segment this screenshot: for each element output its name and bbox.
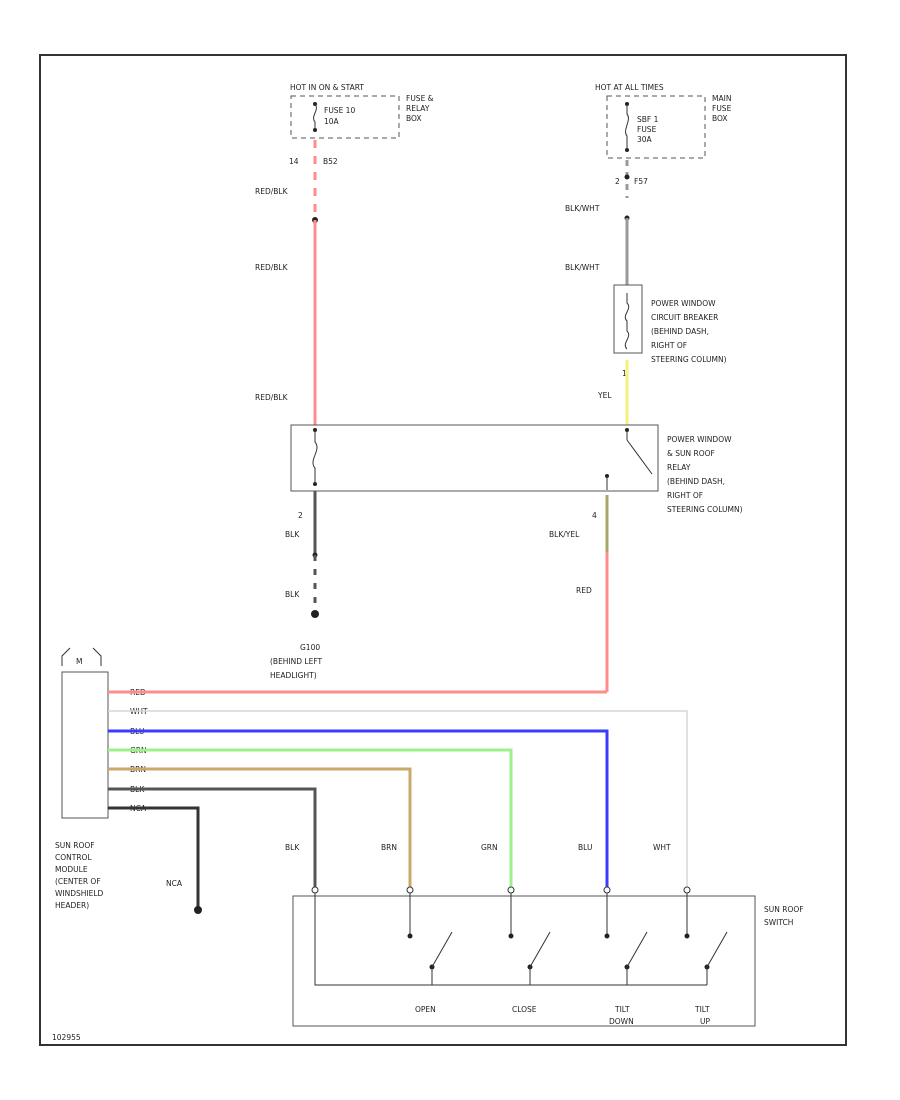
label-red-blk-2: RED/BLK <box>255 263 289 272</box>
label-blk-1: BLK <box>285 530 300 539</box>
control-module-box <box>61 671 109 819</box>
yel-feed: YEL <box>597 360 629 425</box>
switch-wire-labels: BLK BRN GRN BLU WHT <box>285 843 671 852</box>
nca-label: NCA <box>166 879 183 888</box>
circuit-breaker-pin: 1 <box>622 369 627 378</box>
relay-pin-left: 2 <box>298 511 303 520</box>
diagram-frame <box>39 54 847 1046</box>
relay-label-3: RELAY <box>667 463 691 472</box>
switch-position-close: CLOSE <box>512 1005 537 1014</box>
red-blk-feed: RED/BLK RED/BLK RED/BLK <box>255 140 318 425</box>
wire-module-wht <box>108 710 688 890</box>
circuit-breaker: 1 POWER WINDOW CIRCUIT BREAKER (BEHIND D… <box>613 284 727 378</box>
switch-contact-tilt-up <box>684 893 728 985</box>
wire-module-brn <box>108 767 412 890</box>
fuse-right-name: SBF 1 <box>637 115 659 124</box>
figure-code: 102955 <box>52 1033 81 1042</box>
label-red-blk-1: RED/BLK <box>255 187 289 196</box>
module-label-1: SUN ROOF <box>55 841 95 850</box>
module-wires: NCA <box>108 690 688 914</box>
switch-position-tilt-up: TILT <box>694 1005 710 1014</box>
fuse-right-connector: F57 <box>634 177 648 186</box>
ground-label-2: HEADLIGHT) <box>270 671 317 680</box>
fuse-right-pin: 2 <box>615 177 620 186</box>
label-red-blk-3: RED/BLK <box>255 393 289 402</box>
label-blk-yel: BLK/YEL <box>549 530 580 539</box>
fuse-left-location-3: BOX <box>406 114 422 123</box>
ground-circuit: 2 BLK BLK G100 (BEHIND LEFT HEADLIGHT) <box>270 491 323 680</box>
switch-position-tilt-down-sub: DOWN <box>609 1017 634 1026</box>
circuit-breaker-label-2: CIRCUIT BREAKER <box>651 313 718 322</box>
switch-contact-close <box>508 893 551 985</box>
relay-pin-right: 4 <box>592 511 597 520</box>
fuse-left-location-1: FUSE & <box>406 94 434 103</box>
circuit-breaker-box <box>613 284 643 354</box>
relay-label-2: & SUN ROOF <box>667 449 715 458</box>
nca-terminal <box>194 906 202 914</box>
switch-position-tilt-up-sub: UP <box>700 1017 710 1026</box>
label-switch-blk: BLK <box>285 843 300 852</box>
fuse-left-amp: 10A <box>324 117 340 126</box>
fuse-left-name: FUSE 10 <box>324 106 355 115</box>
fuse-box-left: HOT IN ON & START FUSE 10 10A FUSE & REL… <box>289 83 434 166</box>
label-switch-grn: GRN <box>481 843 498 852</box>
module-label-6: HEADER) <box>55 901 89 910</box>
switch-position-tilt-down: TILT <box>614 1005 630 1014</box>
ground-name: G100 <box>300 643 320 652</box>
fuse-box-right: HOT AT ALL TIMES SBF 1 FUSE 30A MAIN FUS… <box>595 83 732 186</box>
fuse-left-pin: 14 <box>289 157 299 166</box>
switch-common-line <box>314 893 707 986</box>
power-window-relay: POWER WINDOW & SUN ROOF RELAY (BEHIND DA… <box>290 424 743 514</box>
fuse-left-location-2: RELAY <box>406 104 430 113</box>
circuit-breaker-label-4: RIGHT OF <box>651 341 687 350</box>
relay-box <box>290 424 659 492</box>
wire-module-blk <box>108 787 317 890</box>
label-blk-2: BLK <box>285 590 300 599</box>
module-label-3: MODULE <box>55 865 88 874</box>
relay-label-6: STEERING COLUMN) <box>667 505 743 514</box>
fuse-right-location-2: FUSE <box>712 104 732 113</box>
circuit-breaker-label-1: POWER WINDOW <box>651 299 716 308</box>
label-blk-wht-1: BLK/WHT <box>565 204 600 213</box>
module-label-5: WINDSHIELD <box>55 889 104 898</box>
fuse-right-location-1: MAIN <box>712 94 731 103</box>
switch-position-open: OPEN <box>415 1005 436 1014</box>
wire-module-nca <box>108 806 200 908</box>
label-switch-brn: BRN <box>381 843 397 852</box>
fuse-right-location-3: BOX <box>712 114 728 123</box>
label-red: RED <box>576 586 592 595</box>
wire-module-grn <box>108 748 513 890</box>
label-yel: YEL <box>597 391 612 400</box>
fuse-right-amp: 30A <box>637 135 653 144</box>
relay-label-4: (BEHIND DASH, <box>667 477 725 486</box>
switch-box <box>292 895 756 1027</box>
ground-symbol <box>311 610 319 618</box>
fuse-left-header: HOT IN ON & START <box>290 83 364 92</box>
fuse-right-label: FUSE <box>637 125 657 134</box>
fuse-left-connector: B52 <box>323 157 338 166</box>
sun-roof-control-module: M SUN ROOF CONTROL MODULE (CENTER OF WIN… <box>55 647 148 910</box>
relay-label-5: RIGHT OF <box>667 491 703 500</box>
module-connector-label: M <box>76 657 82 666</box>
ground-label-1: (BEHIND LEFT <box>270 657 323 666</box>
label-switch-blu: BLU <box>578 843 592 852</box>
label-blk-wht-2: BLK/WHT <box>565 263 600 272</box>
circuit-breaker-label-3: (BEHIND DASH, <box>651 327 709 336</box>
switch-contact-tilt-down <box>604 893 648 985</box>
label-switch-wht: WHT <box>653 843 671 852</box>
circuit-breaker-label-5: STEERING COLUMN) <box>651 355 727 364</box>
wire-module-blu <box>108 729 609 890</box>
switch-label-2: SWITCH <box>764 918 793 927</box>
switch-label-1: SUN ROOF <box>764 905 804 914</box>
switch-contact-open <box>407 893 453 985</box>
fuse-right-header: HOT AT ALL TIMES <box>595 83 664 92</box>
module-label-4: (CENTER OF <box>55 877 101 886</box>
sun-roof-switch: SUN ROOF SWITCH <box>292 886 804 1027</box>
relay-label-1: POWER WINDOW <box>667 435 732 444</box>
blk-wht-feed: BLK/WHT BLK/WHT <box>565 160 630 285</box>
module-label-2: CONTROL <box>55 853 92 862</box>
relay-output-feed: 4 BLK/YEL RED <box>549 495 609 692</box>
